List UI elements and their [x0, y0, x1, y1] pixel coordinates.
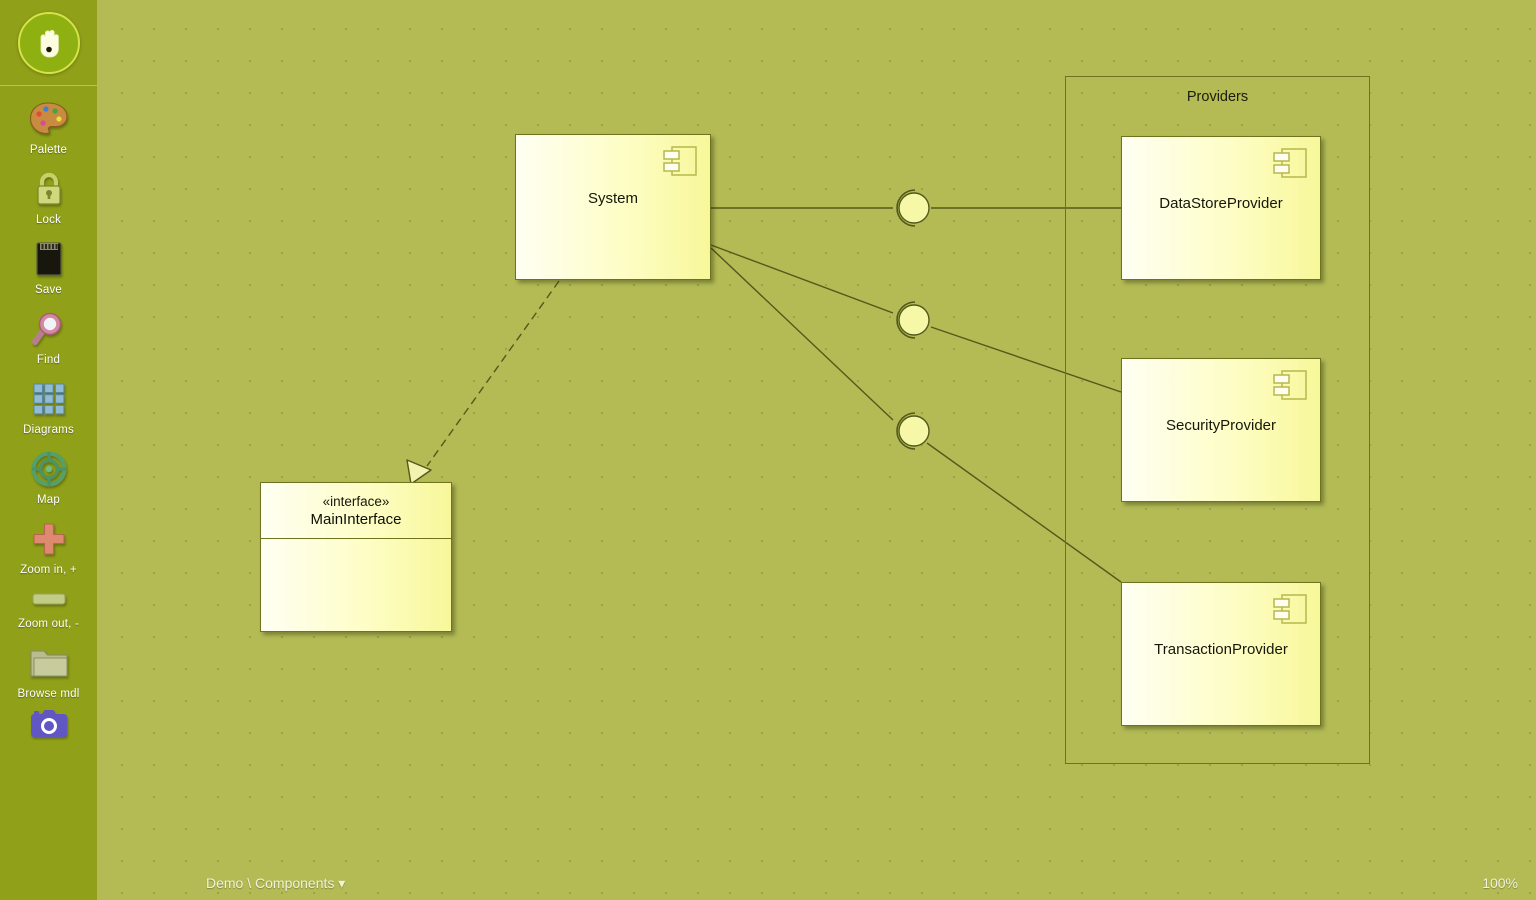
component-transactionprovider[interactable]: TransactionProvider: [1121, 582, 1321, 726]
component-system[interactable]: System: [515, 134, 711, 280]
lock-icon: [26, 166, 72, 212]
sidebar-item-save[interactable]: Save: [0, 226, 97, 296]
sidebar-item-lock[interactable]: Lock: [0, 156, 97, 226]
compass-icon: [26, 446, 72, 492]
interface-header: «interface» MainInterface: [261, 483, 451, 539]
sidebar-item-label: Map: [37, 494, 60, 506]
connector-system-transactionprovider[interactable]: [710, 247, 1122, 583]
provided-interface-ball: [898, 415, 930, 447]
component-glyph-icon: [1272, 593, 1308, 632]
connector-system-securityprovider[interactable]: [710, 244, 1122, 393]
component-datastoreprovider[interactable]: DataStoreProvider: [1121, 136, 1321, 280]
sidebar-item-label: Zoom in, +: [20, 564, 77, 576]
provided-interface-ball: [898, 192, 930, 224]
sidebar-item-palette[interactable]: Palette: [0, 86, 97, 156]
sidebar-item-label: Browse mdl: [17, 688, 80, 700]
interface-stereotype: «interface»: [322, 493, 390, 509]
folder-icon: [26, 640, 72, 686]
sidebar-item-label: Diagrams: [23, 424, 74, 436]
connector-layer: [406, 189, 1122, 583]
sidebar-item-label: Zoom out, -: [18, 618, 79, 630]
sidebar-item-diagrams[interactable]: Diagrams: [0, 366, 97, 436]
sidebar-item-zoom-in[interactable]: Zoom in, +: [0, 506, 97, 576]
connector-system-datastoreprovider[interactable]: [711, 189, 1121, 227]
component-label: System: [587, 190, 638, 207]
component-glyph-icon: [1272, 369, 1308, 408]
interface-label: MainInterface: [310, 510, 402, 528]
sidebar-item-zoom-out[interactable]: Zoom out, -: [0, 576, 97, 630]
diagram-canvas[interactable]: Providers System «interface» MainInterfa…: [97, 0, 1536, 900]
status-bar: Demo \ Components ▾ 100%: [194, 866, 1536, 900]
save-icon: [26, 236, 72, 282]
sidebar-item-label: Save: [34, 284, 62, 296]
connector-system-maininterface[interactable]: [406, 280, 560, 485]
camera-icon: [26, 706, 72, 740]
magnifier-icon: [26, 306, 72, 352]
sidebar-item-label: Palette: [29, 144, 68, 156]
grid-icon: [26, 376, 72, 422]
component-securityprovider[interactable]: SecurityProvider: [1121, 358, 1321, 502]
sidebar-item-label: Lock: [35, 214, 62, 226]
component-label: DataStoreProvider: [1159, 195, 1283, 212]
component-glyph-icon: [662, 145, 698, 184]
zoom-level-indicator: 100%: [1482, 875, 1518, 891]
sidebar-item-camera[interactable]: [0, 700, 97, 742]
hand-logo-icon: [17, 12, 80, 74]
sidebar: Palette Lock: [0, 0, 97, 900]
package-title: Providers: [1186, 89, 1249, 105]
provided-interface-ball: [898, 304, 930, 336]
interface-maininterface[interactable]: «interface» MainInterface: [260, 482, 452, 632]
minus-icon: [26, 582, 72, 616]
breadcrumb[interactable]: Demo \ Components ▾: [206, 874, 346, 891]
app-logo[interactable]: [0, 0, 97, 86]
sidebar-item-find[interactable]: Find: [0, 296, 97, 366]
component-label: TransactionProvider: [1154, 641, 1288, 658]
component-glyph-icon: [1272, 147, 1308, 186]
sidebar-item-label: Find: [36, 354, 61, 366]
sidebar-item-browse-model[interactable]: Browse mdl: [0, 630, 97, 700]
package-providers[interactable]: Providers: [1065, 76, 1370, 764]
component-label: SecurityProvider: [1165, 417, 1277, 434]
palette-icon: [26, 96, 72, 142]
plus-icon: [26, 516, 72, 562]
sidebar-item-map[interactable]: Map: [0, 436, 97, 506]
